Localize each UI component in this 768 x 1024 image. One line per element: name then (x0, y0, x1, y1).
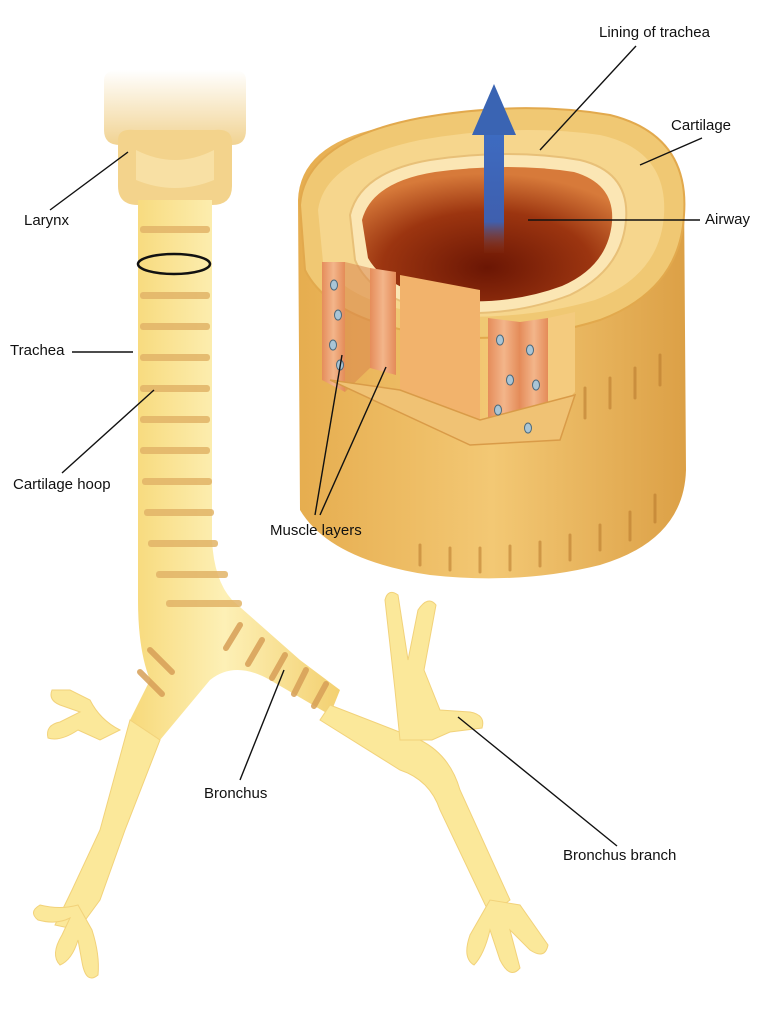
leader-cartilage (639, 137, 703, 166)
right-bronchus (319, 591, 549, 973)
leader-bronchus (239, 669, 285, 781)
leader-larynx (49, 151, 129, 211)
trachea-cross-section (298, 84, 686, 579)
left-bronchus (33, 689, 161, 979)
label-airway: Airway (705, 211, 751, 228)
label-muscle-layers: Muscle layers (270, 522, 362, 539)
leader-lining (539, 45, 637, 151)
label-bronchus: Bronchus (204, 785, 268, 802)
label-cartilage: Cartilage (671, 117, 732, 134)
leader-muscle-1 (314, 354, 343, 516)
leader-cartilage-hoop (61, 389, 155, 474)
leader-bronchus-branch (457, 716, 618, 847)
cartilage-bands (137, 226, 329, 709)
label-bronchus-branch: Bronchus branch (563, 847, 677, 864)
muscle-layers-block (322, 262, 577, 446)
label-larynx: Larynx (24, 212, 70, 229)
larynx (104, 70, 246, 205)
leader-muscle-2 (319, 366, 387, 516)
airflow-arrow-icon (472, 84, 516, 253)
highlight-ring (136, 252, 212, 276)
label-cartilage-hoop: Cartilage hoop (13, 476, 111, 493)
label-lining-of-trachea: Lining of trachea (599, 24, 710, 41)
trachea-tube (130, 200, 340, 740)
leader-lines (49, 45, 703, 847)
label-trachea: Trachea (10, 342, 65, 359)
